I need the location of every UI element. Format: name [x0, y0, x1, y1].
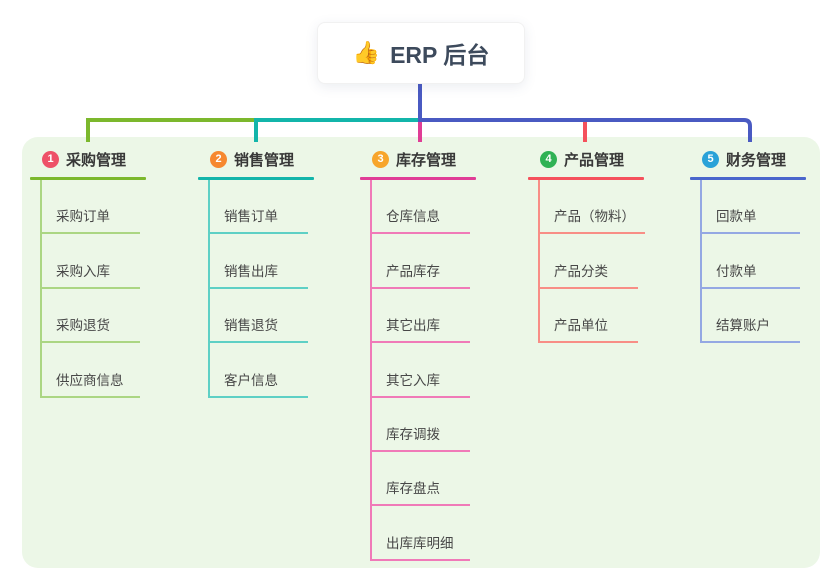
child-node-label: 产品分类: [538, 260, 638, 289]
branch-trunk-line: [370, 180, 372, 561]
branch-number-badge: 5: [702, 150, 719, 168]
branch-underline: [528, 177, 644, 180]
child-node[interactable]: 付款单: [690, 234, 839, 289]
branch-header[interactable]: 1 采购管理: [30, 148, 180, 177]
branch-header[interactable]: 5 财务管理: [690, 148, 839, 177]
child-node-label: 库存盘点: [370, 477, 470, 507]
branch-children: 产品（物料） 产品分类产品单位: [528, 180, 678, 344]
child-node-label: 库存调拨: [370, 423, 470, 452]
child-node[interactable]: 销售订单: [198, 180, 348, 235]
branch-children: 仓库信息产品库存其它出库其它入库库存调拨库存盘点出库库明细: [360, 180, 510, 561]
branch-children: 销售订单销售出库销售退货客户信息: [198, 180, 348, 398]
child-node-label: 回款单: [700, 205, 800, 235]
child-node[interactable]: 库存调拨: [360, 398, 510, 452]
branch-underline: [690, 177, 806, 180]
branch-trunk-line: [40, 180, 42, 398]
branch-label: 财务管理: [726, 151, 787, 169]
child-node-label: 结算账户: [700, 314, 800, 344]
child-node[interactable]: 采购退货: [30, 289, 180, 344]
branch-header[interactable]: 3 库存管理: [360, 148, 510, 177]
branch-children: 采购订单采购入库采购退货供应商信息: [30, 180, 180, 398]
branch-children: 回款单付款单结算账户: [690, 180, 839, 344]
branch-label: 库存管理: [396, 151, 457, 169]
child-node-label: 采购入库: [40, 260, 140, 289]
branches-panel: 1 采购管理 采购订单采购入库采购退货供应商信息 2 销售管理 销售订单销售出库…: [22, 137, 820, 568]
child-node[interactable]: 产品分类: [528, 234, 678, 289]
child-node-label: 客户信息: [208, 369, 308, 398]
child-node[interactable]: 产品单位: [528, 289, 678, 344]
branch-underline: [198, 177, 314, 180]
child-node[interactable]: 其它出库: [360, 289, 510, 344]
child-node[interactable]: 库存盘点: [360, 452, 510, 507]
branch-column: 3 库存管理 仓库信息产品库存其它出库其它入库库存调拨库存盘点出库库明细: [360, 148, 510, 561]
child-node[interactable]: 结算账户: [690, 289, 839, 344]
branch-trunk-line: [700, 180, 702, 344]
child-node-label: 销售退货: [208, 314, 308, 344]
child-node-label: 采购退货: [40, 314, 140, 344]
thumbs-up-icon: 👍: [352, 40, 381, 65]
branch-number-badge: 3: [372, 150, 389, 168]
child-node-label: 出库库明细: [370, 532, 470, 561]
branch-header[interactable]: 2 销售管理: [198, 148, 348, 177]
root-label: ERP 后台: [390, 42, 490, 68]
child-node-label: 其它入库: [370, 369, 470, 398]
child-node-label: 产品库存: [370, 260, 470, 289]
child-node[interactable]: 供应商信息: [30, 343, 180, 398]
child-node[interactable]: 销售退货: [198, 289, 348, 344]
branch-label: 产品管理: [564, 151, 625, 169]
child-node-label: 仓库信息: [370, 205, 470, 235]
child-node-label: 采购订单: [40, 205, 140, 235]
child-node[interactable]: 回款单: [690, 180, 839, 235]
branch-column: 5 财务管理 回款单付款单结算账户: [690, 148, 839, 344]
branch-column: 4 产品管理 产品（物料） 产品分类产品单位: [528, 148, 678, 344]
branch-underline: [360, 177, 476, 180]
child-node[interactable]: 仓库信息: [360, 180, 510, 235]
branch-number-badge: 2: [210, 150, 227, 168]
branch-trunk-line: [538, 180, 540, 344]
child-node-label: 销售订单: [208, 205, 308, 235]
child-node-label: 产品（物料）: [538, 205, 645, 235]
branch-header[interactable]: 4 产品管理: [528, 148, 678, 177]
branch-label: 销售管理: [234, 151, 295, 169]
child-node[interactable]: 销售出库: [198, 234, 348, 289]
child-node[interactable]: 出库库明细: [360, 506, 510, 561]
child-node-label: 供应商信息: [40, 369, 140, 398]
child-node[interactable]: 其它入库: [360, 343, 510, 398]
branch-column: 2 销售管理 销售订单销售出库销售退货客户信息: [198, 148, 348, 398]
child-node-label: 产品单位: [538, 314, 638, 344]
child-node[interactable]: 采购入库: [30, 234, 180, 289]
branch-column: 1 采购管理 采购订单采购入库采购退货供应商信息: [30, 148, 180, 398]
child-node-label: 其它出库: [370, 314, 470, 344]
child-node[interactable]: 产品库存: [360, 234, 510, 289]
branch-underline: [30, 177, 146, 180]
child-node[interactable]: 采购订单: [30, 180, 180, 235]
branch-label: 采购管理: [66, 151, 127, 169]
branch-number-badge: 4: [540, 150, 557, 168]
child-node[interactable]: 产品（物料）: [528, 180, 678, 235]
child-node[interactable]: 客户信息: [198, 343, 348, 398]
branch-trunk-line: [208, 180, 210, 398]
child-node-label: 付款单: [700, 260, 800, 289]
child-node-label: 销售出库: [208, 260, 308, 289]
branch-number-badge: 1: [42, 150, 59, 168]
root-node[interactable]: 👍 ERP 后台: [317, 22, 525, 84]
